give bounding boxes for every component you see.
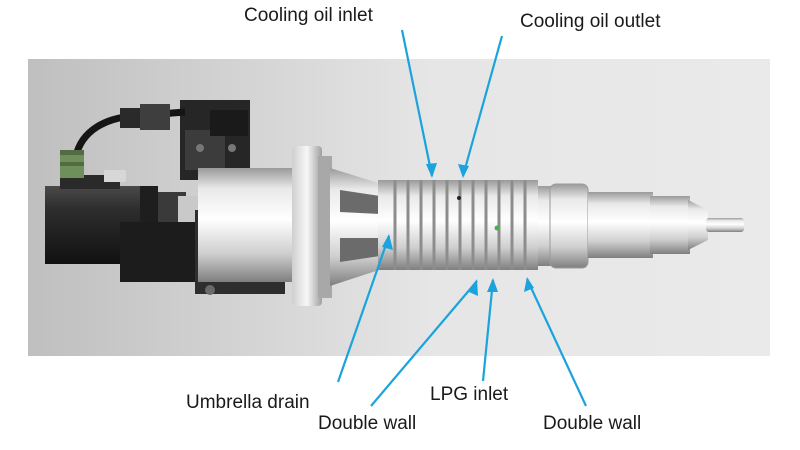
callout-arrowheads <box>382 163 534 296</box>
nozzle-tip-icon <box>588 192 744 258</box>
label-double-wall-left: Double wall <box>318 413 417 434</box>
label-umbrella-drain: Umbrella drain <box>186 392 310 413</box>
label-cooling-oil-outlet: Cooling oil outlet <box>520 11 661 32</box>
hex-nut-icon <box>538 183 589 269</box>
label-double-wall-right: Double wall <box>543 413 642 434</box>
gear-valve-body-icon <box>180 100 250 180</box>
umbrella-icon <box>330 168 397 286</box>
label-lpg-inlet: LPG inlet <box>430 384 509 405</box>
callout-lines <box>336 29 587 407</box>
connector-icon <box>60 104 170 178</box>
label-cooling-oil-inlet: Cooling oil inlet <box>244 5 373 26</box>
flange-icon <box>292 146 332 306</box>
finned-cooling-sleeve-icon <box>378 180 538 270</box>
main-housing-icon <box>198 168 308 282</box>
